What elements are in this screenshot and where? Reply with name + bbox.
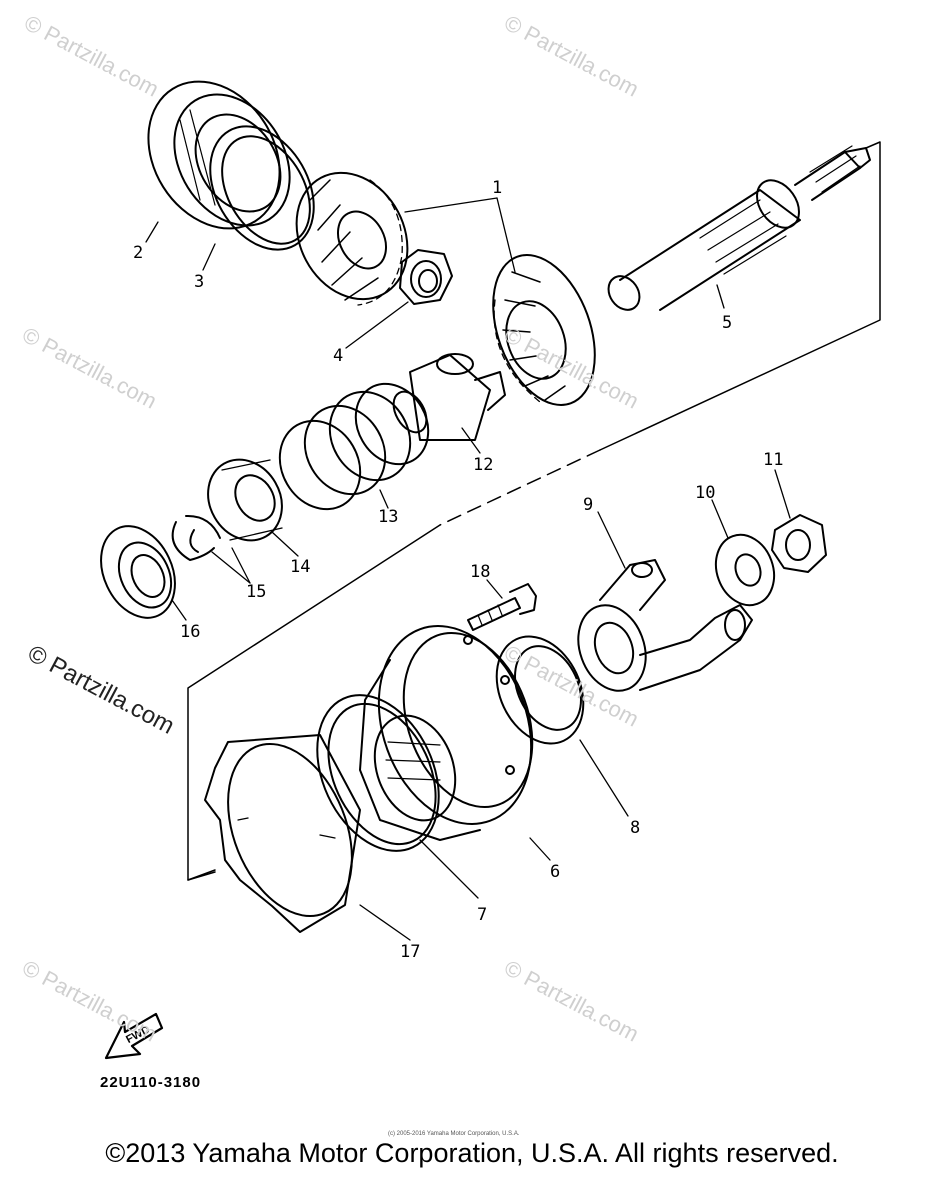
leader-1b [496, 197, 516, 273]
leader-4 [345, 301, 409, 349]
leader-11 [774, 469, 791, 519]
diagram-code: 22U110-3180 [100, 1074, 202, 1091]
leader-13 [379, 489, 389, 509]
drive-shaft-part-5 [607, 145, 871, 311]
footer-copyright: ©2013 Yamaha Motor Corporation, U.S.A. A… [105, 1138, 839, 1168]
yoke-part-9 [577, 559, 753, 692]
bolt-part-18 [467, 583, 537, 631]
callout-17: 17 [400, 942, 421, 962]
callout-3: 3 [194, 272, 205, 292]
callout-9: 9 [583, 495, 594, 515]
circlip-part-15 [171, 514, 221, 561]
leader-2 [145, 221, 159, 243]
o-ring-part-7 [316, 694, 440, 852]
nut-part-4 [399, 249, 453, 305]
oil-seal-part-8 [495, 635, 585, 745]
housing-part-6 [359, 625, 534, 841]
leader-10 [711, 499, 729, 539]
leader-14 [271, 531, 299, 557]
callout-5: 5 [722, 313, 733, 333]
callout-12: 12 [473, 455, 494, 475]
bevel-gear-left-part-1 [295, 171, 409, 306]
callout-4: 4 [333, 346, 344, 366]
bevel-gear-right-part-1 [492, 254, 596, 406]
callout-7: 7 [477, 905, 488, 925]
leader-12 [461, 427, 481, 454]
callout-18: 18 [470, 562, 491, 582]
washer-part-10 [714, 533, 776, 607]
callout-6: 6 [550, 862, 561, 882]
leader-15b [231, 547, 251, 584]
callout-13: 13 [378, 507, 399, 527]
callout-1: 1 [492, 178, 503, 198]
callout-11: 11 [763, 450, 784, 470]
callout-8: 8 [630, 818, 641, 838]
leader-9 [597, 511, 626, 569]
leader-7 [419, 839, 479, 899]
bearing-part-2 [147, 80, 291, 230]
plate-part-17 [204, 734, 361, 933]
leader-15a [211, 551, 251, 584]
bearing-part-16 [100, 525, 176, 619]
nut-part-11 [771, 514, 827, 573]
leader-16 [171, 599, 187, 621]
callout-15: 15 [246, 582, 267, 602]
small-copyright: (c) 2005-2016 Yamaha Motor Corporation, … [388, 1131, 520, 1137]
callout-2: 2 [133, 243, 144, 263]
callout-10: 10 [695, 483, 716, 503]
callout-16: 16 [180, 622, 201, 642]
shim-ring-part-3 [209, 125, 315, 251]
washer-part-14 [207, 458, 283, 542]
spring-part-13 [278, 382, 430, 511]
leader-18 [486, 579, 503, 599]
leader-17 [359, 904, 411, 941]
leader-3 [202, 243, 216, 271]
leader-1a [404, 197, 498, 213]
leader-6 [529, 837, 551, 861]
callout-14: 14 [290, 557, 311, 577]
leader-8 [579, 739, 629, 817]
collar-part-12 [392, 353, 506, 441]
assembly-outline [187, 141, 881, 881]
leader-5 [716, 284, 725, 309]
